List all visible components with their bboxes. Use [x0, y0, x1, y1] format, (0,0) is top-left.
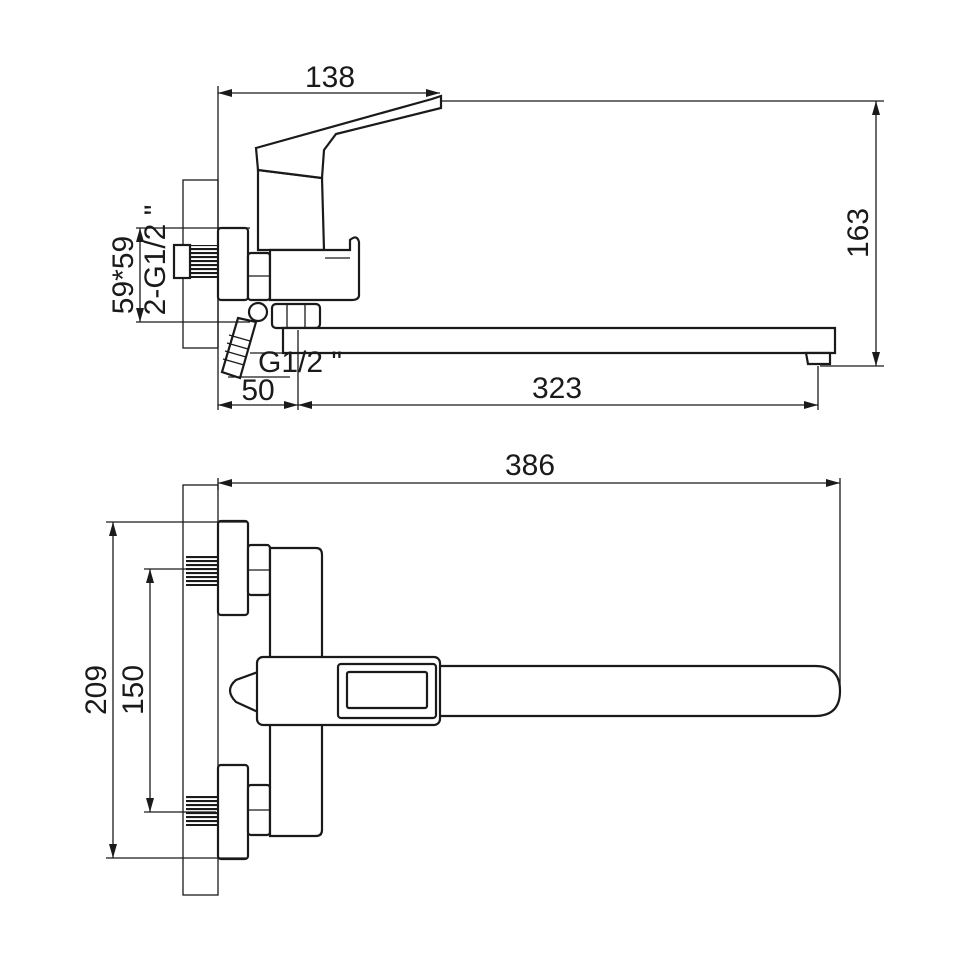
dim-height: 163	[842, 208, 875, 258]
mixer-body	[256, 168, 326, 252]
escutcheon-lower	[216, 763, 250, 861]
top-view: 386 209 150	[80, 449, 842, 896]
handle-slot-inner	[345, 670, 429, 710]
handle-lever	[254, 94, 443, 180]
dim-wall-offset: 50	[241, 374, 274, 407]
dim-inlet-centers: 150	[117, 665, 150, 715]
dim-plate-size: 59*59	[107, 236, 140, 314]
wall-thread-upper	[186, 556, 218, 586]
label-inlet-thread: 2-G1/2 "	[139, 205, 172, 316]
hose-ring	[247, 301, 269, 323]
inlet-pipe	[172, 243, 192, 280]
dim-spout-reach: 323	[532, 372, 582, 405]
wall-thread-lower	[186, 796, 218, 826]
dim-handle-reach: 138	[305, 61, 355, 94]
spout-side	[281, 326, 837, 355]
outlet-nut	[270, 302, 322, 330]
spout-top	[433, 664, 842, 718]
label-outlet-thread: G1/2 "	[258, 346, 342, 379]
dim-overall-width: 209	[80, 665, 113, 715]
escutcheon	[216, 226, 250, 302]
aerator	[804, 351, 832, 366]
hose-connector	[220, 316, 258, 380]
dim-overall-length: 386	[505, 449, 555, 482]
wall-section-top	[182, 484, 219, 896]
escutcheon-upper	[216, 519, 250, 617]
cone-cap	[228, 670, 260, 714]
side-view: 138 163 59*59 2-G1/2 " G1/2 " 50 323	[107, 61, 884, 410]
wall-thread	[190, 245, 218, 278]
diverter-box	[268, 236, 361, 302]
